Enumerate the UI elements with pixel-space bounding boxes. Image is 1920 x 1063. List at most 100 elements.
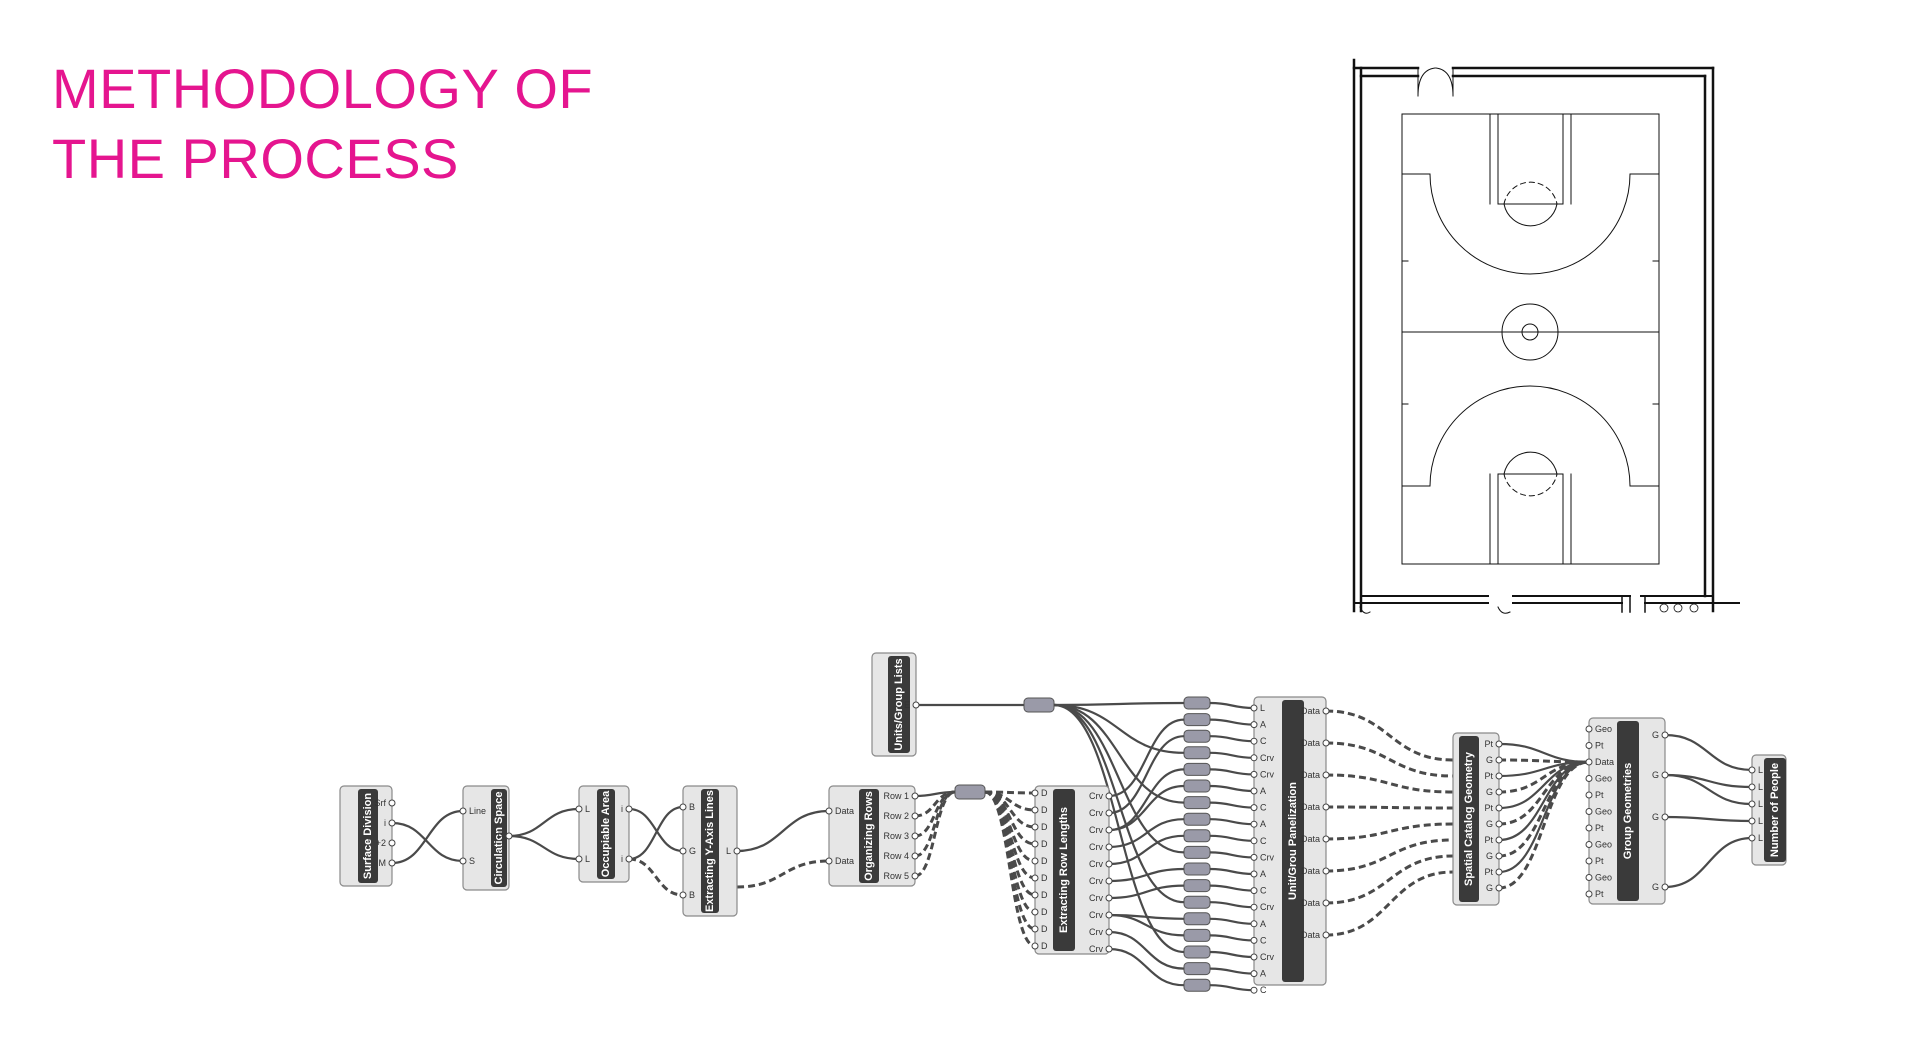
panel-relay-2[interactable] (1183, 713, 1211, 727)
port-out-spatial-7[interactable] (1495, 836, 1503, 844)
port-out-panel-3[interactable] (1322, 771, 1330, 779)
port-in-rowlen-5[interactable] (1031, 857, 1039, 865)
port-out-rowlen-7[interactable] (1105, 894, 1113, 902)
port-out-panel-1[interactable] (1322, 707, 1330, 715)
port-out-surface-4[interactable] (388, 859, 396, 867)
panel-relay-18[interactable] (1183, 978, 1211, 992)
port-in-yaxis-1[interactable] (679, 803, 687, 811)
panel-relay-11[interactable] (1183, 862, 1211, 876)
port-in-panel-17[interactable] (1250, 970, 1258, 978)
port-in-group-11[interactable] (1585, 890, 1593, 898)
port-out-spatial-1[interactable] (1495, 740, 1503, 748)
port-out-occ-1[interactable] (625, 805, 633, 813)
port-in-org-2[interactable] (825, 857, 833, 865)
panel-relay-13[interactable] (1183, 895, 1211, 909)
port-in-group-9[interactable] (1585, 857, 1593, 865)
port-in-group-1[interactable] (1585, 725, 1593, 733)
port-in-group-6[interactable] (1585, 808, 1593, 815)
port-out-circ-1[interactable] (505, 832, 513, 840)
port-in-panel-12[interactable] (1250, 887, 1258, 895)
panel-relay-9[interactable] (1183, 829, 1211, 843)
port-in-group-8[interactable] (1585, 841, 1593, 848)
port-out-spatial-10[interactable] (1495, 884, 1503, 892)
component-rowlen[interactable]: Extracting Row LengthsDDDDDDDDDDCrvCrvCr… (1031, 785, 1113, 955)
port-out-rowlen-10[interactable] (1105, 945, 1113, 953)
port-in-panel-1[interactable] (1250, 704, 1258, 712)
port-out-spatial-5[interactable] (1495, 804, 1503, 812)
port-out-spatial-3[interactable] (1495, 772, 1503, 780)
panel-relay-7[interactable] (1183, 796, 1211, 810)
port-out-group-2[interactable] (1661, 771, 1669, 779)
port-out-spatial-6[interactable] (1495, 820, 1503, 828)
port-out-org-2[interactable] (911, 812, 919, 820)
port-in-panel-6[interactable] (1250, 787, 1258, 795)
port-in-people-5[interactable] (1748, 834, 1756, 842)
port-in-rowlen-4[interactable] (1031, 840, 1039, 848)
component-panel[interactable]: Unit/Grou PanelizationLACCrvCrvACACCrvAC… (1250, 696, 1330, 995)
port-out-panel-5[interactable] (1322, 835, 1330, 843)
port-out-spatial-9[interactable] (1495, 868, 1503, 876)
port-out-spatial-8[interactable] (1495, 852, 1503, 860)
component-group[interactable]: Group GeometriesGeoPtDataGeoPtGeoPtGeoPt… (1585, 717, 1669, 905)
port-out-yaxis-1[interactable] (733, 847, 741, 855)
port-in-panel-13[interactable] (1250, 903, 1258, 911)
port-out-org-3[interactable] (911, 832, 919, 840)
panel-relay-5[interactable] (1183, 762, 1211, 776)
port-in-panel-9[interactable] (1250, 837, 1258, 845)
port-in-yaxis-2[interactable] (679, 847, 687, 855)
port-in-rowlen-6[interactable] (1031, 874, 1039, 882)
port-in-people-3[interactable] (1748, 800, 1756, 808)
port-in-panel-14[interactable] (1250, 920, 1258, 928)
port-out-group-3[interactable] (1661, 813, 1669, 821)
port-in-panel-11[interactable] (1250, 870, 1258, 878)
relay-node[interactable] (954, 784, 986, 800)
port-in-panel-5[interactable] (1250, 770, 1258, 778)
port-out-org-5[interactable] (911, 872, 919, 880)
port-in-group-10[interactable] (1585, 874, 1593, 881)
port-in-people-1[interactable] (1748, 766, 1756, 774)
port-in-circ-2[interactable] (459, 857, 467, 865)
port-out-rowlen-8[interactable] (1105, 911, 1113, 919)
panel-relay-4[interactable] (1183, 746, 1211, 760)
port-out-rowlen-5[interactable] (1105, 860, 1113, 868)
port-out-surface-3[interactable] (388, 839, 396, 847)
port-out-rowlen-2[interactable] (1105, 809, 1113, 817)
port-in-group-5[interactable] (1585, 791, 1593, 799)
port-in-circ-1[interactable] (459, 807, 467, 815)
port-out-rowlen-1[interactable] (1105, 792, 1113, 800)
port-out-org-1[interactable] (911, 792, 919, 800)
panel-relay-12[interactable] (1183, 879, 1211, 893)
port-in-panel-8[interactable] (1250, 820, 1258, 828)
port-in-yaxis-3[interactable] (679, 891, 687, 899)
panel-relay-16[interactable] (1183, 945, 1211, 959)
port-in-panel-10[interactable] (1250, 853, 1258, 861)
port-out-lists-1[interactable] (912, 701, 920, 709)
port-out-rowlen-9[interactable] (1105, 928, 1113, 936)
port-in-panel-3[interactable] (1250, 737, 1258, 745)
panel-relay-8[interactable] (1183, 812, 1211, 826)
port-in-rowlen-1[interactable] (1031, 789, 1039, 797)
port-out-spatial-2[interactable] (1495, 756, 1503, 764)
panel-relay-3[interactable] (1183, 729, 1211, 743)
port-out-group-1[interactable] (1661, 731, 1669, 739)
port-in-rowlen-9[interactable] (1031, 925, 1039, 933)
port-in-rowlen-8[interactable] (1031, 908, 1039, 916)
port-out-rowlen-3[interactable] (1105, 826, 1113, 834)
port-out-occ-2[interactable] (625, 855, 633, 863)
relay-node-lists[interactable] (1023, 697, 1055, 713)
port-out-org-4[interactable] (911, 852, 919, 860)
port-in-panel-15[interactable] (1250, 936, 1258, 944)
port-in-rowlen-10[interactable] (1031, 942, 1039, 950)
port-in-rowlen-2[interactable] (1031, 806, 1039, 814)
panel-relay-15[interactable] (1183, 928, 1211, 942)
port-in-occ-2[interactable] (575, 855, 583, 863)
port-in-panel-7[interactable] (1250, 804, 1258, 812)
panel-relay-6[interactable] (1183, 779, 1211, 793)
port-in-rowlen-3[interactable] (1031, 823, 1039, 831)
